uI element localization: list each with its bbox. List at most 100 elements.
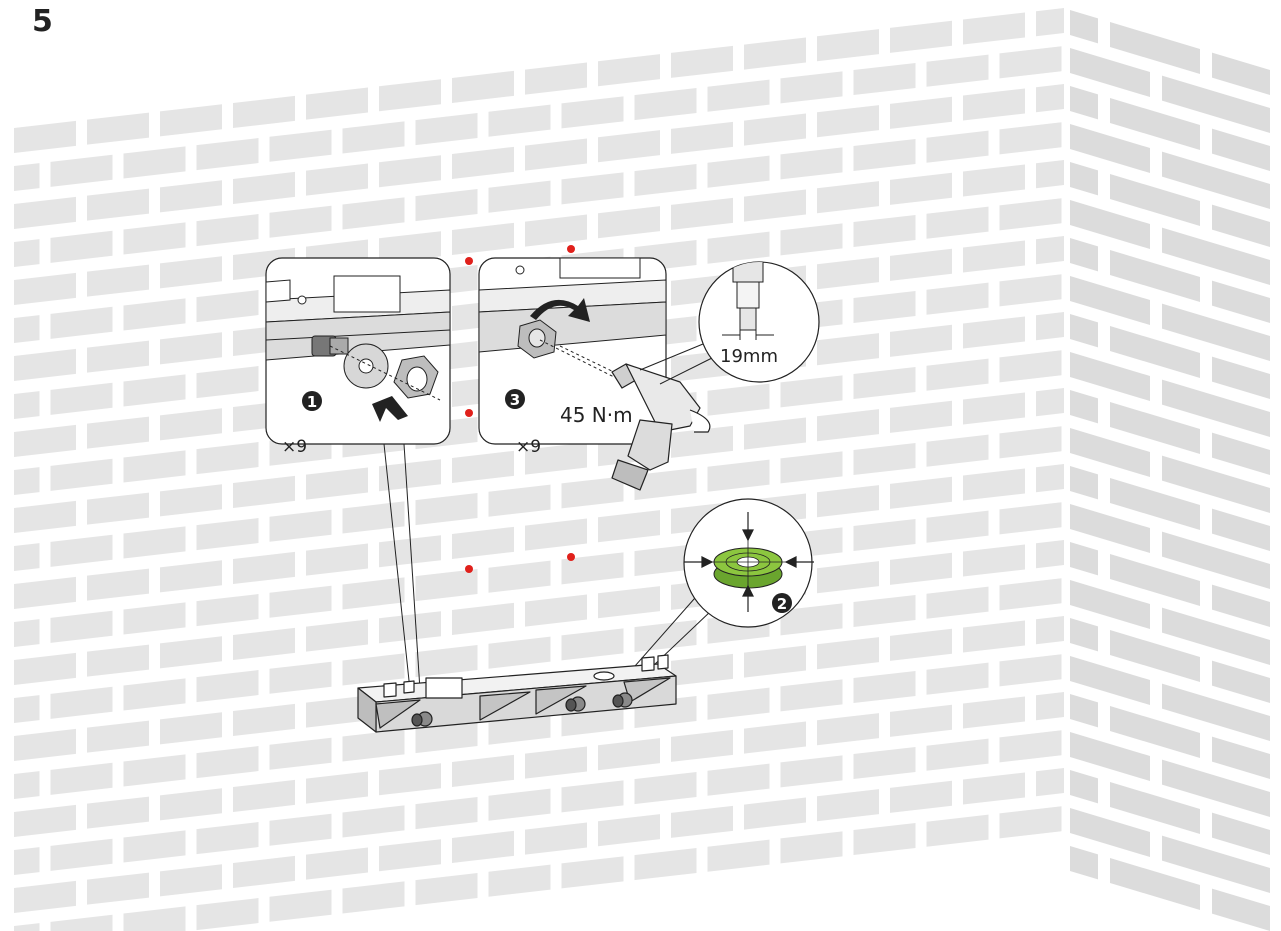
brick — [14, 120, 76, 153]
brick — [890, 400, 952, 433]
brick — [488, 484, 551, 517]
brick — [50, 306, 113, 339]
brick — [671, 729, 733, 762]
brick — [853, 518, 916, 552]
brick — [1036, 464, 1064, 493]
brick — [196, 366, 259, 399]
brick — [963, 12, 1025, 45]
brick — [233, 779, 295, 812]
brick — [379, 611, 441, 644]
brick — [14, 543, 40, 571]
brick — [1070, 504, 1150, 553]
brick — [14, 576, 76, 609]
socket-size-label: 19mm — [720, 346, 778, 367]
brick — [269, 509, 332, 542]
brick — [598, 738, 660, 771]
brick — [269, 129, 332, 162]
brick — [160, 560, 222, 593]
brick — [269, 205, 332, 238]
brick — [598, 510, 660, 543]
brick — [196, 670, 259, 703]
brick — [1070, 352, 1150, 401]
brick — [1070, 86, 1098, 120]
brick — [780, 679, 843, 712]
brick — [1162, 607, 1270, 665]
brick — [14, 847, 40, 875]
rotate-arrow-icon — [530, 298, 590, 322]
brick — [196, 594, 259, 627]
brick — [123, 374, 186, 407]
brick — [415, 645, 478, 678]
brick — [780, 375, 843, 408]
torque-label: 45 N·m — [560, 403, 633, 427]
brick — [671, 653, 733, 686]
drill-marks — [465, 245, 575, 573]
brick — [14, 239, 40, 267]
brick — [87, 112, 149, 145]
brick — [342, 577, 405, 610]
brick — [1070, 276, 1150, 325]
brick — [306, 771, 368, 804]
brick — [1070, 124, 1150, 173]
brick — [342, 653, 405, 686]
brick — [671, 425, 733, 458]
brick — [999, 806, 1062, 839]
brick — [926, 510, 989, 543]
brick — [269, 585, 332, 618]
brick — [853, 138, 916, 172]
brick — [780, 71, 843, 104]
brick — [963, 88, 1025, 121]
step-number: 5 — [32, 4, 53, 39]
brick — [598, 814, 660, 847]
insert-arrow-icon — [372, 396, 408, 422]
brick — [1162, 683, 1270, 741]
brick — [744, 797, 806, 830]
brick — [1036, 616, 1064, 645]
brick — [1162, 835, 1270, 893]
brick — [817, 257, 879, 290]
brick — [415, 873, 478, 906]
brick — [1110, 478, 1200, 530]
drill-icon — [559, 345, 711, 491]
brick — [817, 561, 879, 594]
brick — [1162, 759, 1270, 817]
brick — [926, 54, 989, 87]
brick — [817, 181, 879, 214]
brick — [744, 113, 806, 146]
brick — [926, 662, 989, 695]
brick — [1070, 694, 1098, 728]
brick — [1110, 782, 1200, 834]
brick — [817, 409, 879, 442]
brick — [1212, 280, 1270, 323]
brick — [87, 188, 149, 221]
brick — [87, 720, 149, 753]
brick — [123, 754, 186, 787]
brick — [561, 856, 624, 889]
brick — [525, 518, 587, 551]
brick — [14, 163, 40, 191]
brick — [14, 880, 76, 913]
bubble-level-detail: 2 — [683, 498, 814, 628]
brick — [1070, 162, 1098, 196]
brick — [196, 518, 259, 551]
brick — [1162, 227, 1270, 285]
brick — [1212, 204, 1270, 247]
brick — [890, 96, 952, 129]
brick — [525, 822, 587, 855]
brick — [817, 713, 879, 746]
drill-mark — [567, 245, 575, 253]
brick — [1036, 312, 1064, 341]
brick — [452, 602, 514, 635]
drill-mark — [465, 409, 473, 417]
brick — [890, 628, 952, 661]
brick — [196, 746, 259, 779]
brick — [890, 780, 952, 813]
brick — [14, 728, 76, 761]
brick — [890, 476, 952, 509]
brick — [561, 628, 624, 661]
brick — [488, 180, 551, 213]
brick — [707, 459, 770, 492]
brick — [707, 383, 770, 416]
brick — [999, 578, 1062, 611]
brick — [963, 392, 1025, 425]
